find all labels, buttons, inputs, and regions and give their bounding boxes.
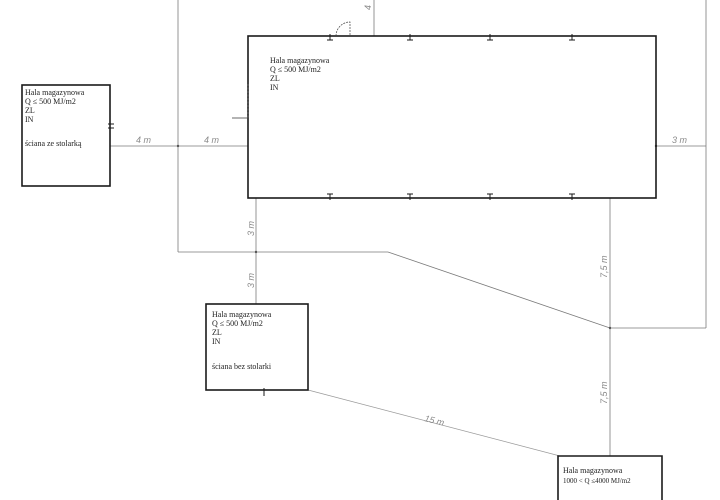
building-label-line: Hala magazynowa (563, 466, 623, 475)
dimension-labels: 4 m 4 m 3 m 3 m 3 m 7,5 m 7,5 m 15 m 4 (136, 5, 688, 428)
building-label-line: Q ≤ 500 MJ/m2 (270, 65, 321, 74)
dimension-line-diagonal (307, 389, 561, 457)
dimension-label: 7,5 m (599, 255, 609, 278)
building-label-line: ZL (25, 106, 35, 115)
dimension-label: 4 (363, 5, 373, 10)
building-label-line: IN (212, 337, 221, 346)
building-outline (205, 303, 309, 391)
node-point (176, 144, 180, 148)
building-outline (557, 455, 663, 500)
building-label-line: IN (270, 83, 279, 92)
building-label-line: Q ≤ 500 MJ/m2 (212, 319, 263, 328)
dimension-label: 3 m (246, 272, 256, 288)
building-wall-note: ściana ze stolarką (25, 139, 82, 148)
dimension-label: 4 m (204, 135, 220, 145)
building-label-line: 1000 < Q ≤4000 MJ/m2 (563, 477, 631, 485)
door-swing-icon (335, 21, 351, 37)
building-label-line: Q ≤ 500 MJ/m2 (25, 97, 76, 106)
building-wall-note: ściana bez stolarki (212, 362, 272, 371)
building-label-line: Hala magazynowa (25, 88, 85, 97)
building-label-line: Hala magazynowa (270, 56, 330, 65)
building-label-line: ZL (270, 74, 280, 83)
dimension-label: 3 m (246, 220, 256, 236)
building-left: Hala magazynowa Q ≤ 500 MJ/m2 ZL IN ścia… (21, 84, 114, 187)
dimension-label: 3 m (672, 135, 688, 145)
node-point (608, 326, 612, 330)
building-label-line: IN (25, 115, 34, 124)
dimension-label: 15 m (424, 413, 446, 428)
building-label-line: ZL (212, 328, 222, 337)
building-label-line: Hala magazynowa (212, 310, 272, 319)
diagonal-guide (387, 251, 611, 329)
dimension-label: 4 m (136, 135, 152, 145)
node-point (254, 250, 258, 254)
building-main: Hala magazynowa Q ≤ 500 MJ/m2 ZL IN (232, 21, 657, 200)
column-marks (327, 34, 575, 200)
building-outline (21, 84, 111, 187)
distance-lines (110, 0, 707, 457)
building-middle: Hala magazynowa Q ≤ 500 MJ/m2 ZL IN ścia… (205, 303, 309, 396)
building-bottom-right: Hala magazynowa 1000 < Q ≤4000 MJ/m2 (557, 455, 663, 500)
dimension-label: 7,5 m (599, 381, 609, 404)
